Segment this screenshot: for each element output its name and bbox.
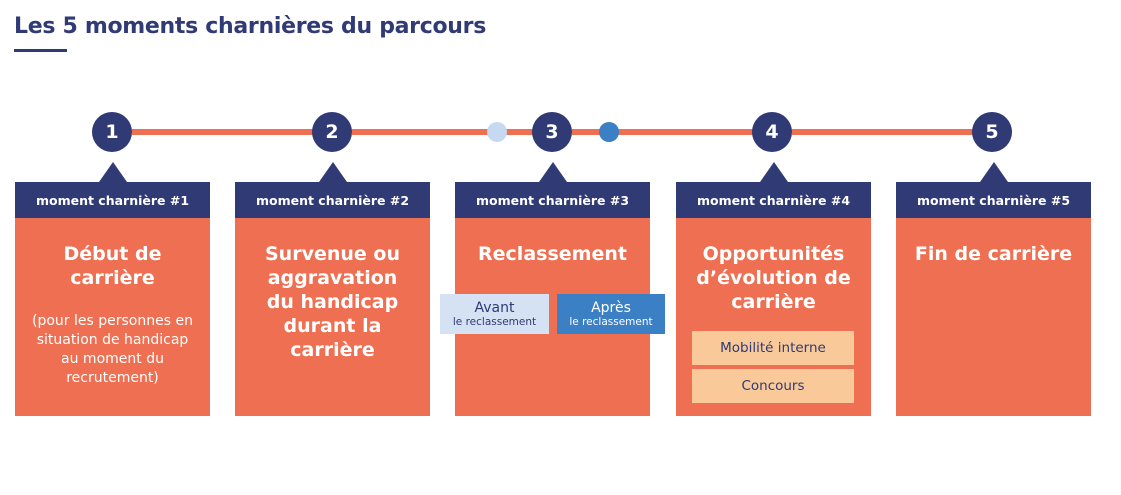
moment-title: Début de carrière: [63, 243, 162, 289]
after-reclassement-dot: [599, 122, 619, 142]
timeline-node-1: 1: [92, 112, 132, 152]
timeline-node-5: 5: [972, 112, 1012, 152]
page-title: Les 5 moments charnières du parcours: [14, 14, 486, 39]
option-concours: Concours: [692, 369, 854, 403]
moment-title: Reclassement: [478, 243, 627, 265]
timeline-node-2: 2: [312, 112, 352, 152]
after-label: Après: [591, 299, 631, 316]
moment-title: Opportunités d’évolution de carrière: [696, 243, 851, 313]
timeline-line-3-4: [572, 129, 754, 135]
timeline-line-4-5: [792, 129, 974, 135]
timeline-node-3: 3: [532, 112, 572, 152]
timeline-line-1-2: [132, 129, 314, 135]
moment-header: moment charnière #2: [235, 182, 430, 218]
moment-header: moment charnière #5: [896, 182, 1091, 218]
after-sublabel: le reclassement: [569, 315, 653, 328]
moment-title: Survenue ou aggravation du handicap dura…: [265, 243, 400, 361]
moment-body: Début de carrière (pour les personnes en…: [15, 218, 210, 416]
card-pointer: [759, 162, 788, 182]
moment-header: moment charnière #1: [15, 182, 210, 218]
moment-body: Fin de carrière: [896, 218, 1091, 416]
after-reclassement-tag: Après le reclassement: [557, 294, 665, 334]
before-label: Avant: [474, 299, 515, 316]
before-sublabel: le reclassement: [452, 315, 537, 328]
moment-body: Survenue ou aggravation du handicap dura…: [235, 218, 430, 416]
moment-title: Fin de carrière: [914, 243, 1073, 265]
before-reclassement-tag: Avant le reclassement: [440, 294, 549, 334]
timeline-line-2-3: [352, 129, 534, 135]
moment-subtitle: (pour les personnes en situation de hand…: [32, 313, 193, 386]
before-reclassement-dot: [487, 122, 507, 142]
timeline-node-4: 4: [752, 112, 792, 152]
card-pointer: [538, 162, 567, 182]
title-underline: [14, 49, 67, 52]
card-pointer: [979, 162, 1008, 182]
moment-header: moment charnière #3: [455, 182, 650, 218]
card-pointer: [318, 162, 347, 182]
option-mobilite-interne: Mobilité interne: [692, 331, 854, 365]
moment-body: Opportunités d’évolution de carrière Mob…: [676, 218, 871, 416]
card-pointer: [98, 162, 127, 182]
moment-header: moment charnière #4: [676, 182, 871, 218]
